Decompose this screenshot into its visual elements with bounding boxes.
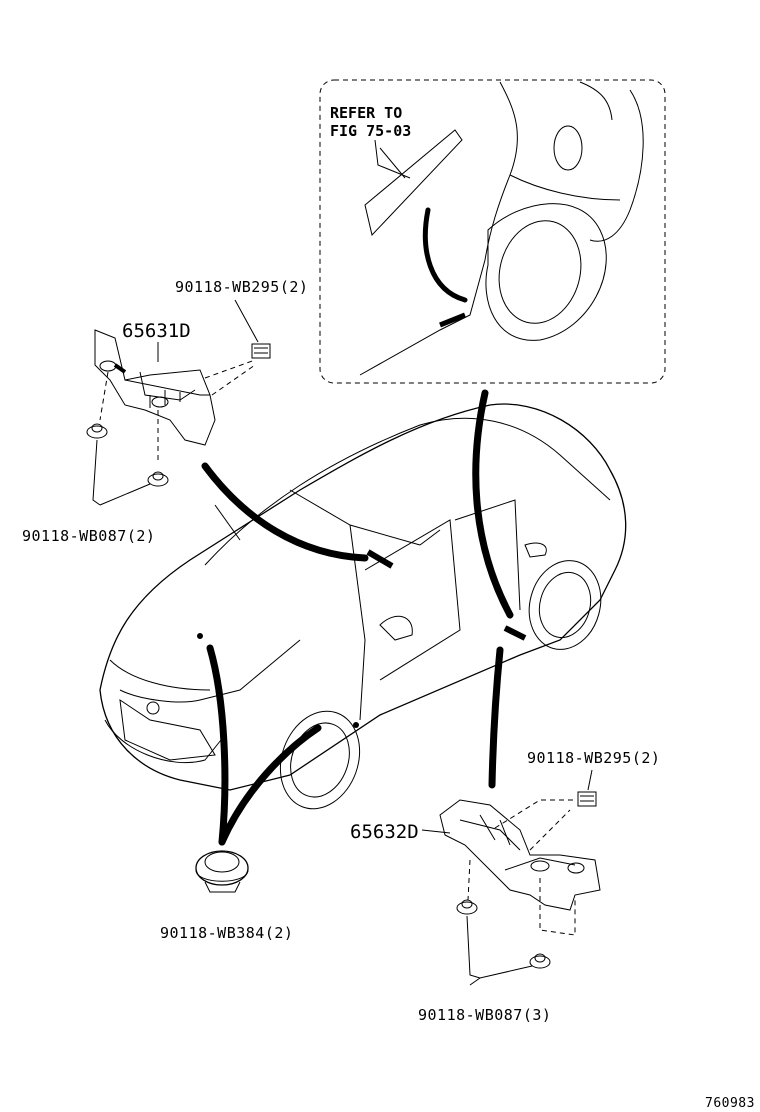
label-clip-upper-right: 90118-WB295(2) xyxy=(527,749,660,767)
label-left-bracket: 65631D xyxy=(122,320,191,342)
clips-lower-right xyxy=(456,899,551,986)
clips-lower-left xyxy=(86,423,169,506)
leader-65632d xyxy=(421,829,451,834)
clip-upper-left xyxy=(234,299,271,359)
grommet-90118-wb384 xyxy=(195,850,249,893)
label-clip-upper-left: 90118-WB295(2) xyxy=(175,278,308,296)
diagram-id: 760983 xyxy=(705,1096,755,1111)
leader-arrows xyxy=(201,389,514,846)
inset-detail: REFER TO FIG 75-03 xyxy=(319,79,666,384)
refer-line-1: REFER TO xyxy=(330,104,402,122)
label-right-bracket: 65632D xyxy=(350,821,419,843)
refer-line-2: FIG 75-03 xyxy=(330,122,411,140)
label-clip-lower-right: 90118-WB087(3) xyxy=(418,1006,551,1024)
right-bracket-65632d xyxy=(439,799,601,936)
vehicle-outline xyxy=(99,403,627,810)
left-bracket-65631d xyxy=(94,329,256,460)
label-grommet: 90118-WB384(2) xyxy=(160,924,293,942)
label-clip-lower-left: 90118-WB087(2) xyxy=(22,527,155,545)
clip-upper-right xyxy=(577,769,597,807)
